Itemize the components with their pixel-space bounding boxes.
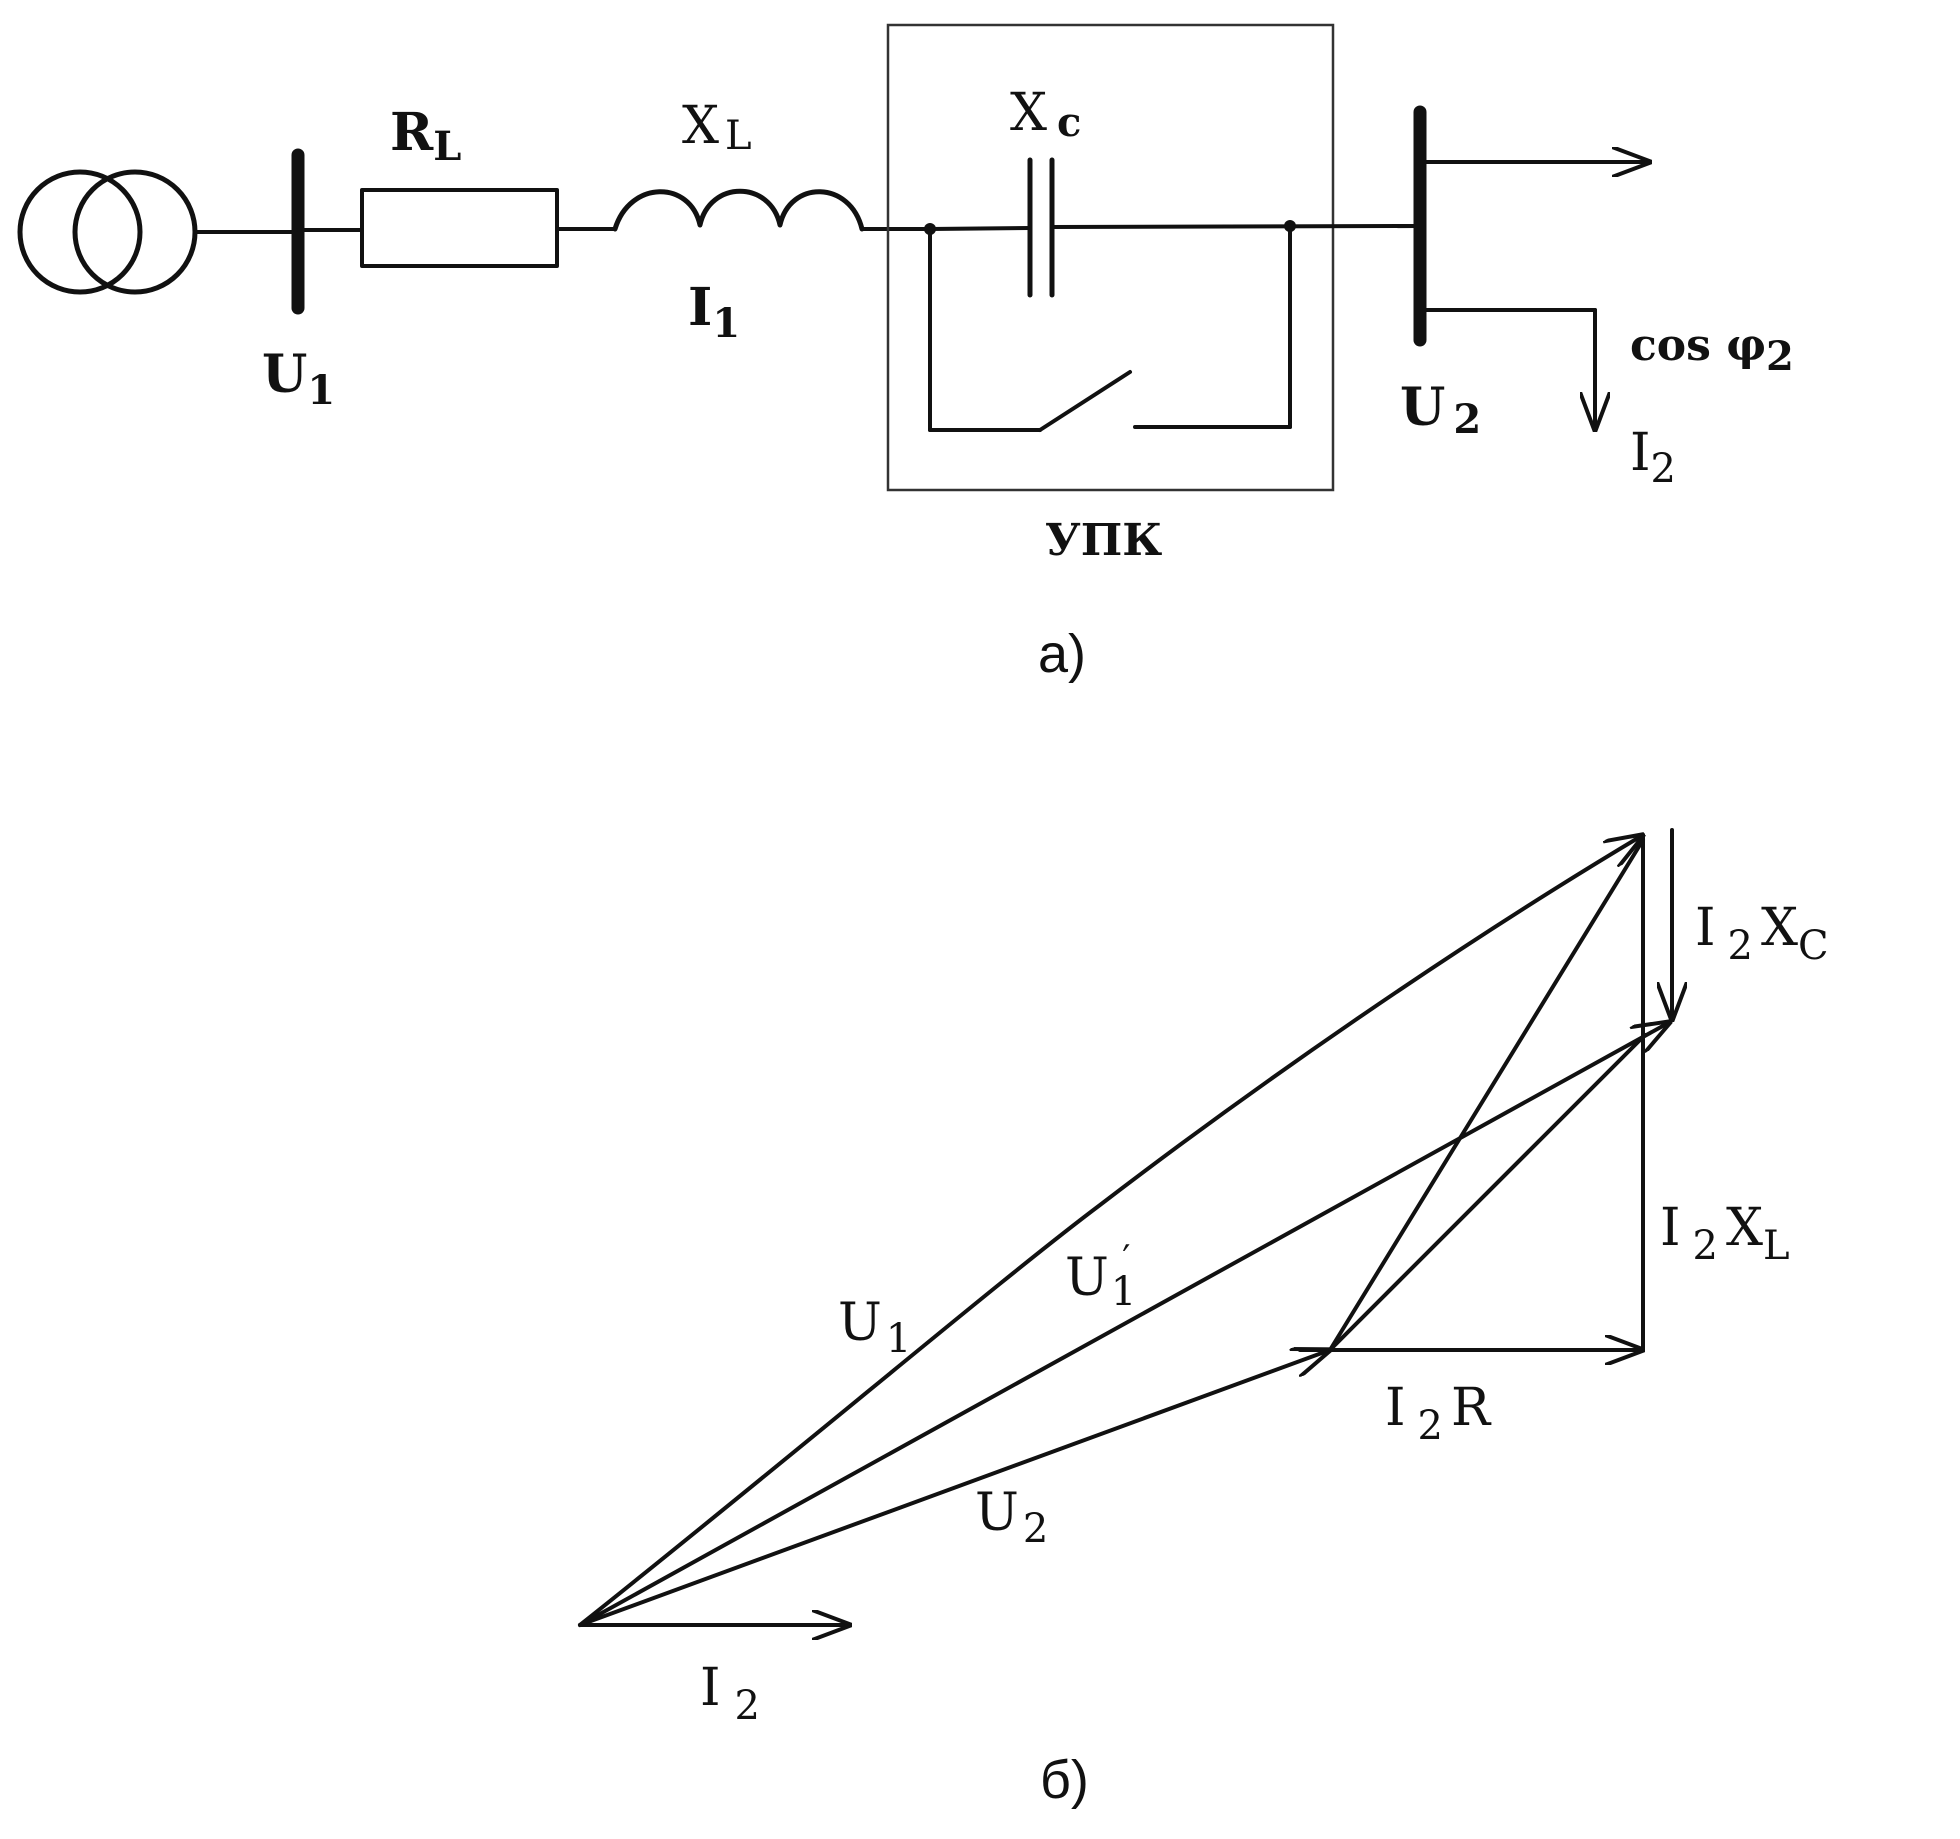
label-device: УПК <box>1045 515 1162 566</box>
label-cos-phi2: cos φ2 <box>1630 320 1794 380</box>
label-phasor-u1-prime: U1′ <box>1065 1239 1136 1315</box>
phasor-u1-prime <box>578 1022 1670 1627</box>
series-compensation-box <box>886 23 1335 492</box>
wire-cap-right-bus2 <box>1050 224 1422 229</box>
caption-b: б) <box>1040 1750 1089 1810</box>
phasor-u2 <box>578 1350 1330 1627</box>
label-i1: I1 <box>688 277 740 347</box>
inductor-xl <box>612 188 865 232</box>
bypass-switch-blade <box>1038 370 1132 432</box>
label-u1: U1 <box>262 344 335 414</box>
resistor-rl <box>360 188 559 268</box>
wire-cap-left <box>928 226 1032 231</box>
caption-a: а) <box>1038 624 1086 684</box>
label-i2-load: I2 <box>1630 423 1676 492</box>
diagonal-u2-to-u1 <box>1328 838 1645 1352</box>
transformer-winding-left-icon <box>17 169 143 295</box>
transformer-winding-right-icon <box>72 169 198 295</box>
phasor-u1 <box>578 835 1643 1627</box>
diagonal-u2-to-u1-prime <box>1328 1033 1647 1352</box>
label-rl: RL <box>390 102 461 170</box>
